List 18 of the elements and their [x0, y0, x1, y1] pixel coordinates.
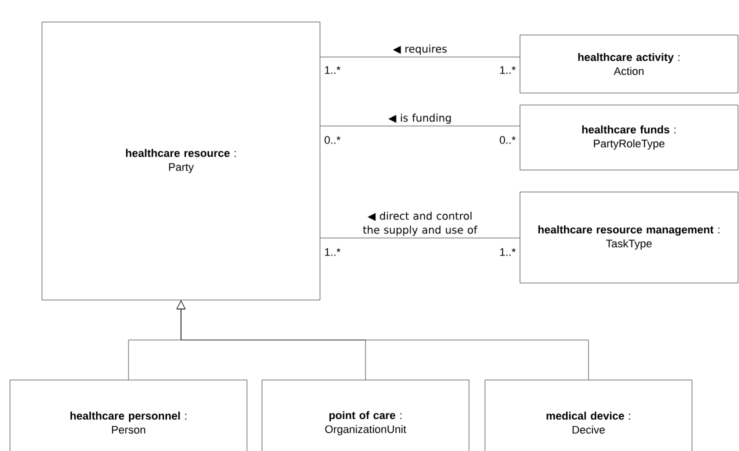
- class-box: healthcare resource management : TaskType: [520, 192, 738, 284]
- edge-label: ◀ direct and control the supply and use of: [363, 212, 478, 236]
- class-box: medical device : Decive: [484, 380, 692, 451]
- multiplicity: 1..*: [500, 248, 516, 256]
- association-line: [320, 56, 520, 58]
- multiplicity: 1..*: [325, 66, 340, 74]
- multiplicity: 0..*: [324, 136, 340, 144]
- multiplicity: 1..*: [325, 248, 340, 256]
- class-box: healthcare funds : PartyRoleType: [520, 104, 738, 170]
- class-box: point of care : OrganizationUnit: [262, 380, 470, 451]
- class-box: healthcare resource : Party: [42, 22, 320, 300]
- class-box: healthcare personnel : Person: [10, 380, 248, 451]
- generalization-arrow: [176, 300, 589, 380]
- class-box: healthcare activity : Action: [520, 34, 738, 94]
- multiplicity: 0..*: [500, 136, 516, 144]
- edge-label: ◀ is funding: [388, 114, 451, 124]
- edge-label: ◀ requires: [392, 44, 447, 55]
- multiplicity: 1..*: [500, 66, 516, 74]
